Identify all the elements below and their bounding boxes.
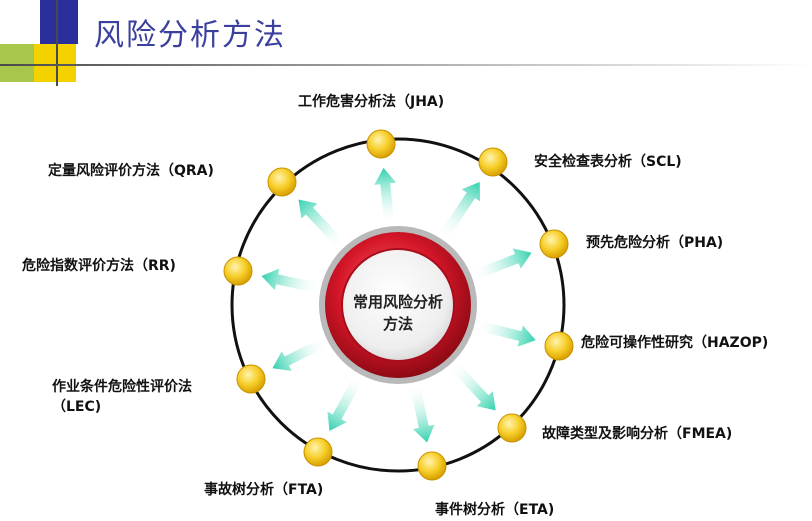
corner-decoration-blue (40, 0, 78, 44)
method-label-lec-line2: （LEC) (52, 399, 102, 415)
corner-decoration-yellow (34, 44, 76, 82)
center-label: 常用风险分析 方法 (338, 291, 458, 335)
arrow-eta (410, 384, 435, 443)
node-eta (417, 451, 447, 481)
center-label-line2: 方法 (382, 315, 413, 333)
arrow-shape-eta (410, 384, 435, 443)
node-lec (236, 364, 266, 394)
method-label-rr: 危险指数评价方法（RR) (22, 258, 176, 274)
center-hub-disc (341, 248, 455, 362)
method-label-lec-line1: 作业条件危险性评价法 (52, 379, 192, 395)
arrow-shape-qra (298, 199, 346, 249)
method-label-fmea: 故障类型及影响分析（FMEA) (542, 426, 733, 442)
arrow-fta (327, 374, 364, 431)
center-label-line1: 常用风险分析 (352, 293, 443, 311)
method-label-jha: 工作危害分析法（JHA) (298, 94, 445, 110)
outer-ring (230, 137, 566, 473)
arrow-shape-jha (374, 167, 397, 224)
node-rr (223, 256, 253, 286)
arrow-jha (374, 167, 397, 224)
method-label-hazop: 危险可操作性研究（HAZOP) (581, 335, 769, 351)
method-label-eta: 事件树分析（ETA) (435, 502, 555, 518)
arrow-shape-rr (261, 268, 319, 293)
method-label-fta: 事故树分析（FTA) (204, 482, 324, 498)
arrow-hazop (476, 320, 536, 347)
node-fmea (497, 413, 527, 443)
arrow-shape-lec (272, 337, 328, 371)
method-label-pha: 预先危险分析（PHA) (586, 235, 724, 251)
node-fta (303, 437, 333, 467)
nodes-group (223, 129, 574, 481)
arrow-shape-hazop (476, 320, 536, 347)
arrow-qra (298, 199, 346, 249)
arrow-rr (261, 268, 319, 293)
arrow-shape-pha (472, 248, 532, 280)
method-label-lec: 作业条件危险性评价法 （LEC) (52, 377, 192, 417)
arrow-scl (439, 181, 481, 240)
arrow-fmea (450, 361, 496, 411)
node-jha (366, 129, 396, 159)
arrow-shape-scl (439, 181, 481, 240)
arrows-group (261, 167, 536, 443)
arrow-shape-fmea (450, 361, 496, 411)
arrow-lec (272, 337, 328, 371)
arrow-pha (472, 248, 532, 280)
method-label-scl: 安全检查表分析（SCL) (534, 154, 682, 170)
node-scl (478, 147, 508, 177)
arrow-shape-fta (327, 374, 364, 431)
node-qra (267, 167, 297, 197)
corner-decoration-vertical-line (56, 0, 58, 86)
title-underline (0, 64, 812, 66)
method-label-qra: 定量风险评价方法（QRA) (48, 163, 214, 179)
node-hazop (544, 331, 574, 361)
slide-title: 风险分析方法 (94, 18, 286, 53)
node-pha (539, 229, 569, 259)
center-hub (319, 226, 477, 384)
